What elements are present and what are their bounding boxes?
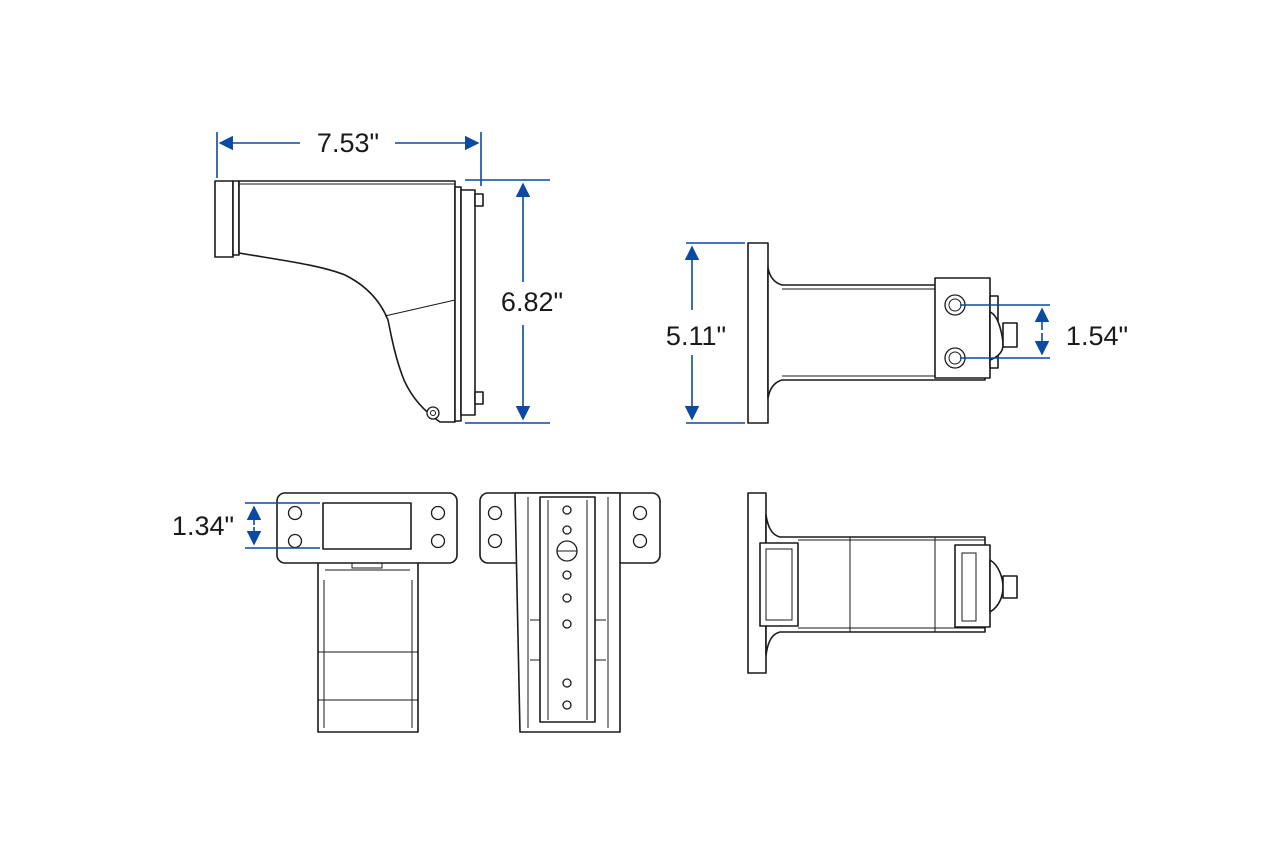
height-dimension-label: 6.82" [501, 287, 563, 317]
width-dimension-label: 7.53" [317, 128, 379, 158]
plate-hole-spacing-label: 1.34" [172, 511, 234, 541]
top-view: 5.11" 1.54" [666, 242, 1128, 424]
rear-plate-view: 1.34" [172, 492, 458, 733]
bottom-view [747, 492, 1018, 674]
side-profile-view: 7.53" 6.82" [214, 128, 563, 424]
side-height-dimension-label: 5.11" [666, 321, 726, 351]
side-hole-spacing-label: 1.54" [1066, 321, 1128, 351]
front-view [479, 492, 661, 733]
